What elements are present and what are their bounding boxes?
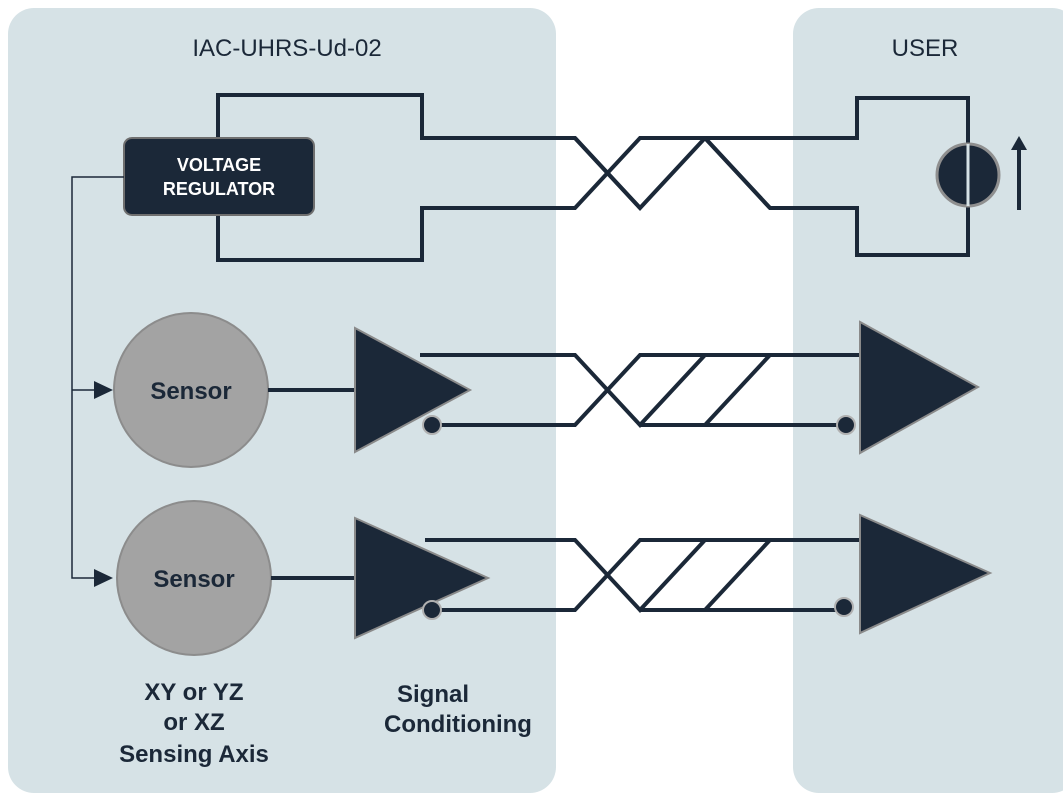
receiver-2-icon [859, 513, 993, 635]
power-loop [216, 93, 970, 262]
conditioning-caption-line2: Conditioning [384, 711, 532, 738]
axis-caption-line3: Sensing Axis [119, 741, 269, 768]
regulator-label-line2: REGULATOR [163, 179, 275, 199]
device-title: IAC-UHRS-Ud-02 [192, 35, 381, 62]
arrow-icon [94, 381, 113, 399]
conditioning-caption-line1: Signal [397, 681, 469, 708]
amplifier-1-icon [354, 326, 473, 454]
sensor-1-label: Sensor [150, 378, 231, 405]
device-panel [8, 8, 556, 793]
current-source-icon [935, 136, 1027, 210]
channel-1: Sensor [113, 312, 981, 468]
axis-caption: XY or YZ or XZ Sensing Axis [119, 679, 269, 768]
regulator-label-line1: VOLTAGE [177, 155, 261, 175]
amplifier-2-icon [354, 516, 491, 640]
axis-caption-line2: or XZ [163, 709, 224, 736]
receiver-1-icon [859, 320, 981, 455]
supply-lines [71, 176, 124, 587]
voltage-regulator: VOLTAGE REGULATOR [123, 137, 315, 216]
axis-caption-line1: XY or YZ [144, 679, 243, 706]
channel-2: Sensor [116, 500, 993, 656]
sensor-2-label: Sensor [153, 566, 234, 593]
arrow-icon [94, 569, 113, 587]
user-title: USER [892, 35, 959, 62]
conditioning-caption: Signal Conditioning [384, 681, 532, 738]
